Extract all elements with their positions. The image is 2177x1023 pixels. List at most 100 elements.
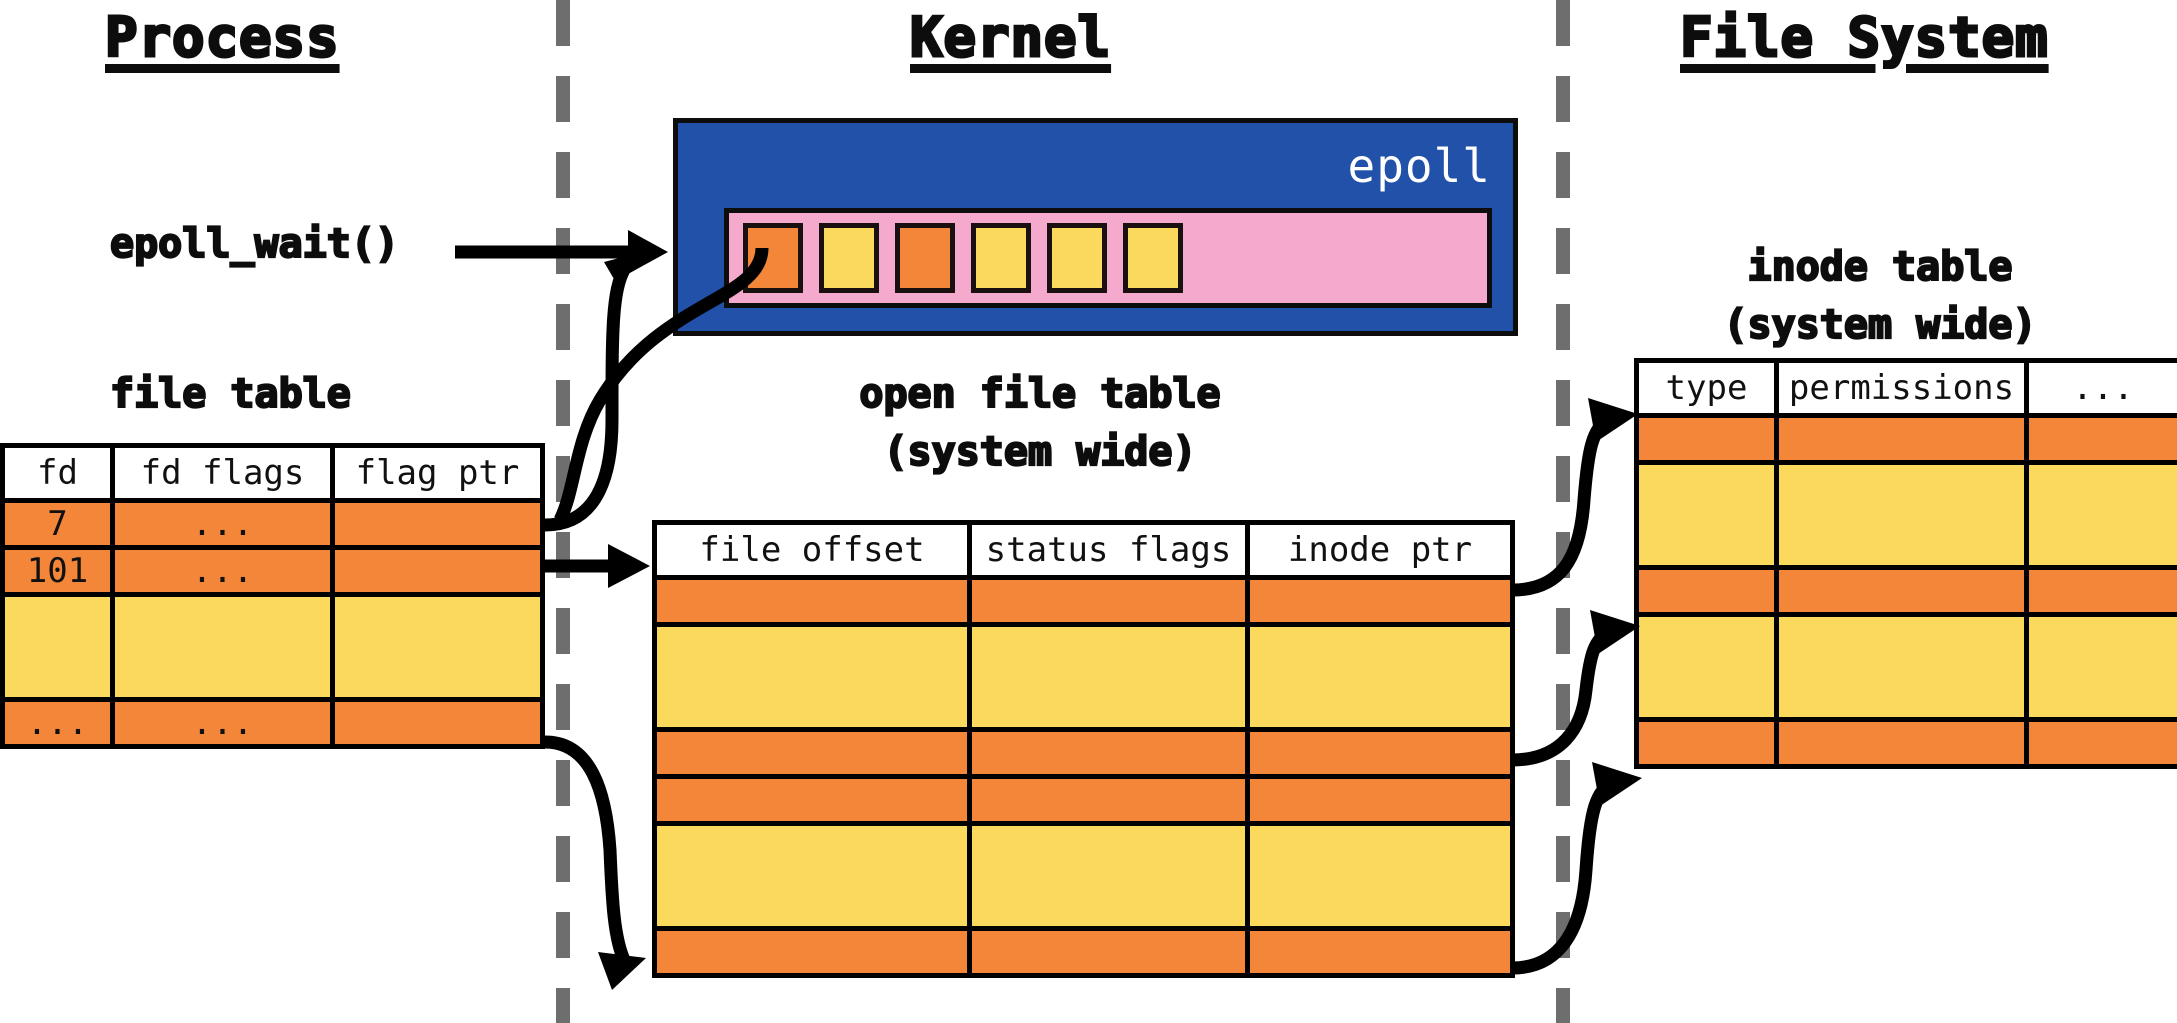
column-header-status-flags: status flags (967, 520, 1250, 580)
table-header-row: type permissions ... (1634, 358, 2177, 418)
cell-inode-ptr (1245, 622, 1515, 732)
cell-fd: 101 (0, 545, 115, 597)
column-header-type: type (1634, 358, 1779, 418)
inode-table: type permissions ... (1634, 358, 2177, 769)
open-file-table-caption-line2: (system wide) (882, 429, 1197, 476)
cell-flag-ptr (330, 592, 545, 702)
table-row: 101 ... (0, 545, 545, 597)
cell-file-offset (652, 774, 972, 826)
cell-other (2024, 612, 2177, 722)
file-table: fd fd flags flag ptr 7 ... 101 ... (0, 443, 545, 749)
table-row (0, 592, 545, 702)
table-row (1634, 717, 2177, 769)
table-row (1634, 565, 2177, 617)
table-row (652, 774, 1515, 826)
cell-flag-ptr (330, 545, 545, 597)
cell-flag-ptr (330, 498, 545, 550)
table-row (652, 926, 1515, 978)
cell-permissions (1774, 717, 2029, 769)
column-header-inode-ptr: inode ptr (1245, 520, 1515, 580)
cell-file-offset (652, 926, 972, 978)
epoll-cell[interactable] (895, 223, 955, 293)
epoll-cell[interactable] (743, 223, 803, 293)
table-row: ... ... (0, 697, 545, 749)
epoll-panel: epoll (673, 118, 1518, 336)
epoll-label: epoll (1347, 139, 1491, 193)
epoll-cell[interactable] (971, 223, 1031, 293)
cell-other (2024, 413, 2177, 465)
cell-inode-ptr (1245, 926, 1515, 978)
cell-inode-ptr (1245, 575, 1515, 627)
open-file-table-caption-line1: open file table (858, 371, 1221, 418)
cell-type (1634, 612, 1779, 722)
cell-other (2024, 565, 2177, 617)
table-header-row: fd fd flags flag ptr (0, 443, 545, 503)
cell-file-offset (652, 727, 972, 779)
cell-status-flags (967, 821, 1250, 931)
table-row: 7 ... (0, 498, 545, 550)
cell-status-flags (967, 575, 1250, 627)
cell-inode-ptr (1245, 774, 1515, 826)
cell-permissions (1774, 413, 2029, 465)
open-file-table: file offset status flags inode ptr (652, 520, 1515, 978)
inode-table-caption-line1: inode table (1746, 244, 2013, 291)
epoll-wait-syscall-label: epoll_wait() (109, 221, 400, 268)
cell-file-offset (652, 575, 972, 627)
cell-fd-flags: ... (110, 545, 335, 597)
column-header-ellipsis: ... (2024, 358, 2177, 418)
table-row (652, 727, 1515, 779)
cell-inode-ptr (1245, 821, 1515, 931)
cell-permissions (1774, 565, 2029, 617)
cell-other (2024, 460, 2177, 570)
column-header-permissions: permissions (1774, 358, 2029, 418)
inode-table-caption-line2: (system wide) (1722, 302, 2037, 349)
cell-fd-flags: ... (110, 498, 335, 550)
cell-permissions (1774, 460, 2029, 570)
cell-flag-ptr (330, 697, 545, 749)
column-header-flag-ptr: flag ptr (330, 443, 545, 503)
section-title-process: Process (104, 5, 341, 71)
cell-other (2024, 717, 2177, 769)
epoll-cell[interactable] (1123, 223, 1183, 293)
arrow-file-table-row2-head (608, 544, 650, 588)
cell-permissions (1774, 612, 2029, 722)
column-header-file-offset: file offset (652, 520, 972, 580)
section-title-filesystem: File System (1679, 5, 2050, 71)
cell-fd (0, 592, 115, 702)
table-row (1634, 460, 2177, 570)
table-header-row: file offset status flags inode ptr (652, 520, 1515, 580)
column-header-fd-flags: fd flags (110, 443, 335, 503)
cell-inode-ptr (1245, 727, 1515, 779)
cell-status-flags (967, 727, 1250, 779)
table-row (652, 821, 1515, 931)
column-header-fd: fd (0, 443, 115, 503)
cell-type (1634, 565, 1779, 617)
cell-fd-flags (110, 592, 335, 702)
cell-status-flags (967, 622, 1250, 732)
epoll-cell[interactable] (819, 223, 879, 293)
table-row (652, 575, 1515, 627)
divider-process-kernel (556, 0, 570, 1023)
cell-file-offset (652, 622, 972, 732)
table-row (652, 622, 1515, 732)
cell-status-flags (967, 774, 1250, 826)
epoll-cell[interactable] (1047, 223, 1107, 293)
cell-type (1634, 717, 1779, 769)
arrow-openfile-row1-head (1588, 398, 1638, 442)
table-row (1634, 612, 2177, 722)
section-title-kernel: Kernel (908, 5, 1112, 71)
cell-fd: ... (0, 697, 115, 749)
arrow-file-table-row1-head (604, 250, 650, 286)
cell-status-flags (967, 926, 1250, 978)
file-table-caption: file table (109, 371, 352, 418)
arrow-openfile-row3-head (1590, 610, 1640, 654)
cell-type (1634, 460, 1779, 570)
cell-type (1634, 413, 1779, 465)
table-row (1634, 413, 2177, 465)
cell-file-offset (652, 821, 972, 931)
arrow-file-table-row4-head (598, 952, 646, 990)
cell-fd-flags: ... (110, 697, 335, 749)
arrow-epollwait-to-epoll-head (628, 230, 668, 274)
cell-fd: 7 (0, 498, 115, 550)
